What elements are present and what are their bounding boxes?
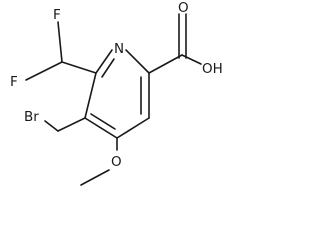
bond-n-c6: [125, 49, 150, 74]
atom-f-top: F: [53, 7, 61, 23]
bond-c4-c3: [84, 117, 118, 139]
atom-br: Br: [24, 109, 39, 125]
atom-o-carbonyl: O: [178, 0, 189, 16]
molecule-structure: F F N O OH Br O: [10, 0, 223, 186]
bond-chf2-f-left: [25, 61, 63, 81]
bond-o-methyl: [80, 169, 110, 186]
bond-c2-n: [95, 49, 113, 74]
bond-c3-ch2: [57, 117, 86, 132]
bond-c2-chf2: [61, 61, 97, 74]
atom-n: N: [114, 41, 124, 57]
atom-o-methoxy: O: [111, 154, 122, 170]
bond-c3-c2: [84, 72, 97, 119]
bond-c6-cooh: [148, 54, 183, 74]
bond-chf2-f-top: [57, 21, 63, 63]
bond-cooh-oh: [181, 54, 202, 65]
bond-c5-c4: [116, 117, 150, 139]
bond-c4-c3-inner: [90, 113, 116, 130]
atom-oh: OH: [202, 61, 223, 77]
atom-f-left: F: [10, 74, 18, 90]
bond-ch2-br: [44, 120, 59, 132]
bond-n-c2-inner: [101, 58, 115, 78]
